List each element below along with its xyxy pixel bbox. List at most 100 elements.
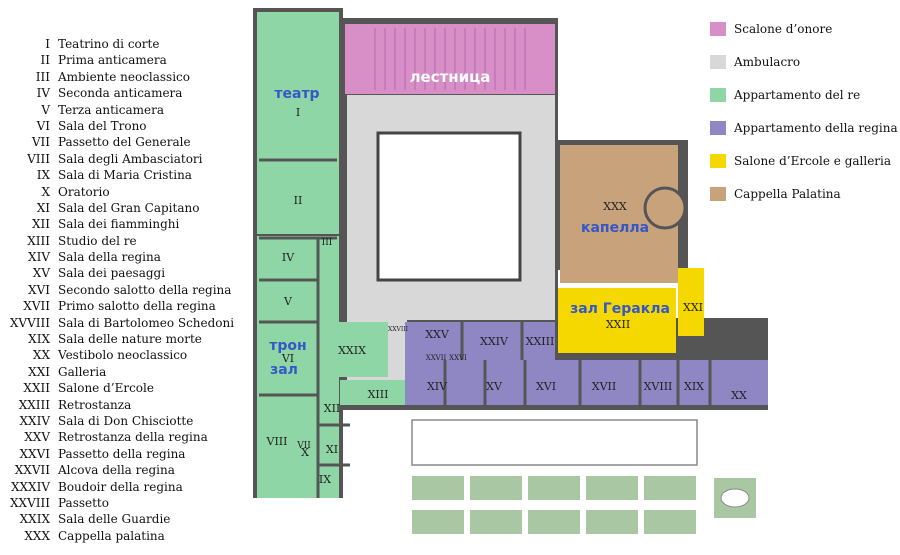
fountain bbox=[720, 488, 750, 508]
room-xxix bbox=[318, 322, 388, 377]
key-item: Salone d’Ercole e galleria bbox=[710, 144, 900, 177]
legend-room-number: V bbox=[41, 102, 50, 117]
legend-room-item: VI Sala del Trono bbox=[0, 118, 240, 134]
key-item: Appartamento della regina bbox=[710, 111, 900, 144]
legend-room-number: XIX bbox=[28, 332, 50, 347]
courtyard bbox=[376, 131, 522, 282]
key-swatch bbox=[710, 21, 726, 36]
legend-room-number: XXIV bbox=[19, 413, 51, 428]
key-swatch bbox=[710, 87, 726, 102]
plan-label-xiv: XIV bbox=[427, 380, 448, 393]
key-label: Scalone d’onore bbox=[734, 21, 833, 36]
legend-room-number: XXIX bbox=[19, 512, 50, 527]
legend-room-item: XXVI Passetto della regina bbox=[0, 446, 240, 462]
room-xx bbox=[720, 360, 768, 405]
legend-room-name: Passetto del Generale bbox=[58, 135, 191, 150]
plan-label-xxiv: XXIV bbox=[480, 335, 509, 348]
legend-room-number: X bbox=[41, 184, 50, 199]
plan-label-xxix: XXIX bbox=[338, 344, 366, 357]
legend-room-number: VII bbox=[31, 135, 50, 150]
legend-room-name: Sala di Maria Cristina bbox=[58, 168, 192, 183]
key-item: Cappella Palatina bbox=[710, 177, 900, 210]
legend-room-item: VIII Sala degli Ambasciatori bbox=[0, 151, 240, 167]
legend-room-name: Primo salotto della regina bbox=[58, 299, 216, 314]
plan-label-xix: XIX bbox=[684, 380, 704, 393]
legend-room-number: IV bbox=[36, 86, 50, 101]
key-swatch bbox=[710, 153, 726, 168]
plan-label-xxv: XXV bbox=[425, 328, 450, 341]
annotation-throne-2: зал bbox=[270, 362, 298, 378]
plan-label-xv: XV bbox=[486, 380, 503, 393]
legend-room-name: Sala degli Ambasciatori bbox=[58, 151, 203, 166]
legend-room-number: XIII bbox=[27, 233, 50, 248]
legend-room-item: IX Sala di Maria Cristina bbox=[0, 167, 240, 183]
legend-room-name: Sala di Bartolomeo Schedoni bbox=[58, 315, 235, 330]
legend-room-number: XVVIII bbox=[9, 315, 50, 330]
legend-room-number: XXI bbox=[28, 364, 50, 379]
legend-room-number: XXV bbox=[24, 430, 50, 445]
room-teatrino bbox=[257, 12, 339, 234]
plan-label-x: X bbox=[301, 446, 309, 459]
legend-room-item: XXV Retrostanza della regina bbox=[0, 429, 240, 445]
legend-room-number: VI bbox=[36, 118, 50, 133]
plan-label-iii: III bbox=[322, 238, 333, 248]
legend-room-number: VIII bbox=[27, 151, 50, 166]
key-label: Salone d’Ercole e galleria bbox=[734, 153, 892, 168]
legend-room-name: Alcova della regina bbox=[58, 463, 175, 478]
plan-label-ix: IX bbox=[319, 473, 331, 486]
legend-room-name: Passetto della regina bbox=[58, 446, 186, 461]
legend-room-number: XXVIII bbox=[10, 495, 50, 510]
legend-room-name: Prima anticamera bbox=[58, 53, 167, 68]
legend-room-name: Teatrino di corte bbox=[58, 37, 160, 51]
room-galleria bbox=[678, 268, 704, 336]
legend-room-name: Sala dei fiamminghi bbox=[58, 217, 180, 232]
legend-room-name: Retrostanza della regina bbox=[58, 430, 208, 445]
plan-label-xii: XII bbox=[324, 402, 341, 415]
legend-room-number: XXVI bbox=[19, 446, 51, 461]
key-label: Appartamento del re bbox=[734, 87, 861, 102]
legend-room-name: Sala delle nature morte bbox=[58, 332, 202, 347]
legend-room-name: Sala del Trono bbox=[58, 118, 147, 133]
annotation-throne-1: трон bbox=[269, 338, 306, 354]
legend-room-number: XXIII bbox=[18, 397, 50, 412]
plan-label-xi: XI bbox=[326, 443, 338, 456]
legend-room-number: XX bbox=[32, 348, 50, 363]
legend-room-item: XXIX Sala delle Guardie bbox=[0, 511, 240, 527]
plan-label-xvii: XVII bbox=[592, 380, 616, 393]
legend-room-name: Studio del re bbox=[58, 233, 137, 248]
legend-room-name: Secondo salotto della regina bbox=[58, 282, 232, 297]
legend-room-number: XV bbox=[32, 266, 50, 281]
legend-room-name: Retrostanza bbox=[58, 397, 132, 412]
legend-room-item: XIII Studio del re bbox=[0, 233, 240, 249]
plan-label-xx: XX bbox=[731, 389, 747, 402]
legend-room-item: XVVIII Sala di Bartolomeo Schedoni bbox=[0, 315, 240, 331]
legend-room-name: Sala delle Guardie bbox=[58, 512, 171, 527]
legend-room-number: XXXIV bbox=[10, 479, 50, 494]
legend-room-name: Sala dei paesaggi bbox=[58, 266, 166, 281]
legend-room-item: XV Sala dei paesaggi bbox=[0, 265, 240, 281]
plan-label-xxviii: XXVIII bbox=[388, 326, 409, 333]
legend-room-number: XI bbox=[36, 200, 50, 215]
key-label: Cappella Palatina bbox=[734, 186, 841, 201]
room-xiii bbox=[340, 380, 408, 405]
plan-label-i: I bbox=[296, 106, 300, 119]
annotation-chapel: капелла bbox=[581, 220, 649, 236]
annotation-theatre: театр bbox=[274, 86, 319, 102]
legend-room-number: XXX bbox=[24, 528, 50, 543]
plan-label-v: V bbox=[283, 295, 293, 308]
annotation-hercules: зал Геракла bbox=[570, 301, 670, 317]
plan-label-iv: IV bbox=[282, 251, 295, 264]
legend-room-number: IX bbox=[36, 168, 50, 183]
legend-room-name: Boudoir della regina bbox=[58, 479, 183, 494]
legend-room-number: XVII bbox=[23, 299, 50, 314]
legend-room-name: Salone d’Ercole bbox=[58, 381, 154, 396]
